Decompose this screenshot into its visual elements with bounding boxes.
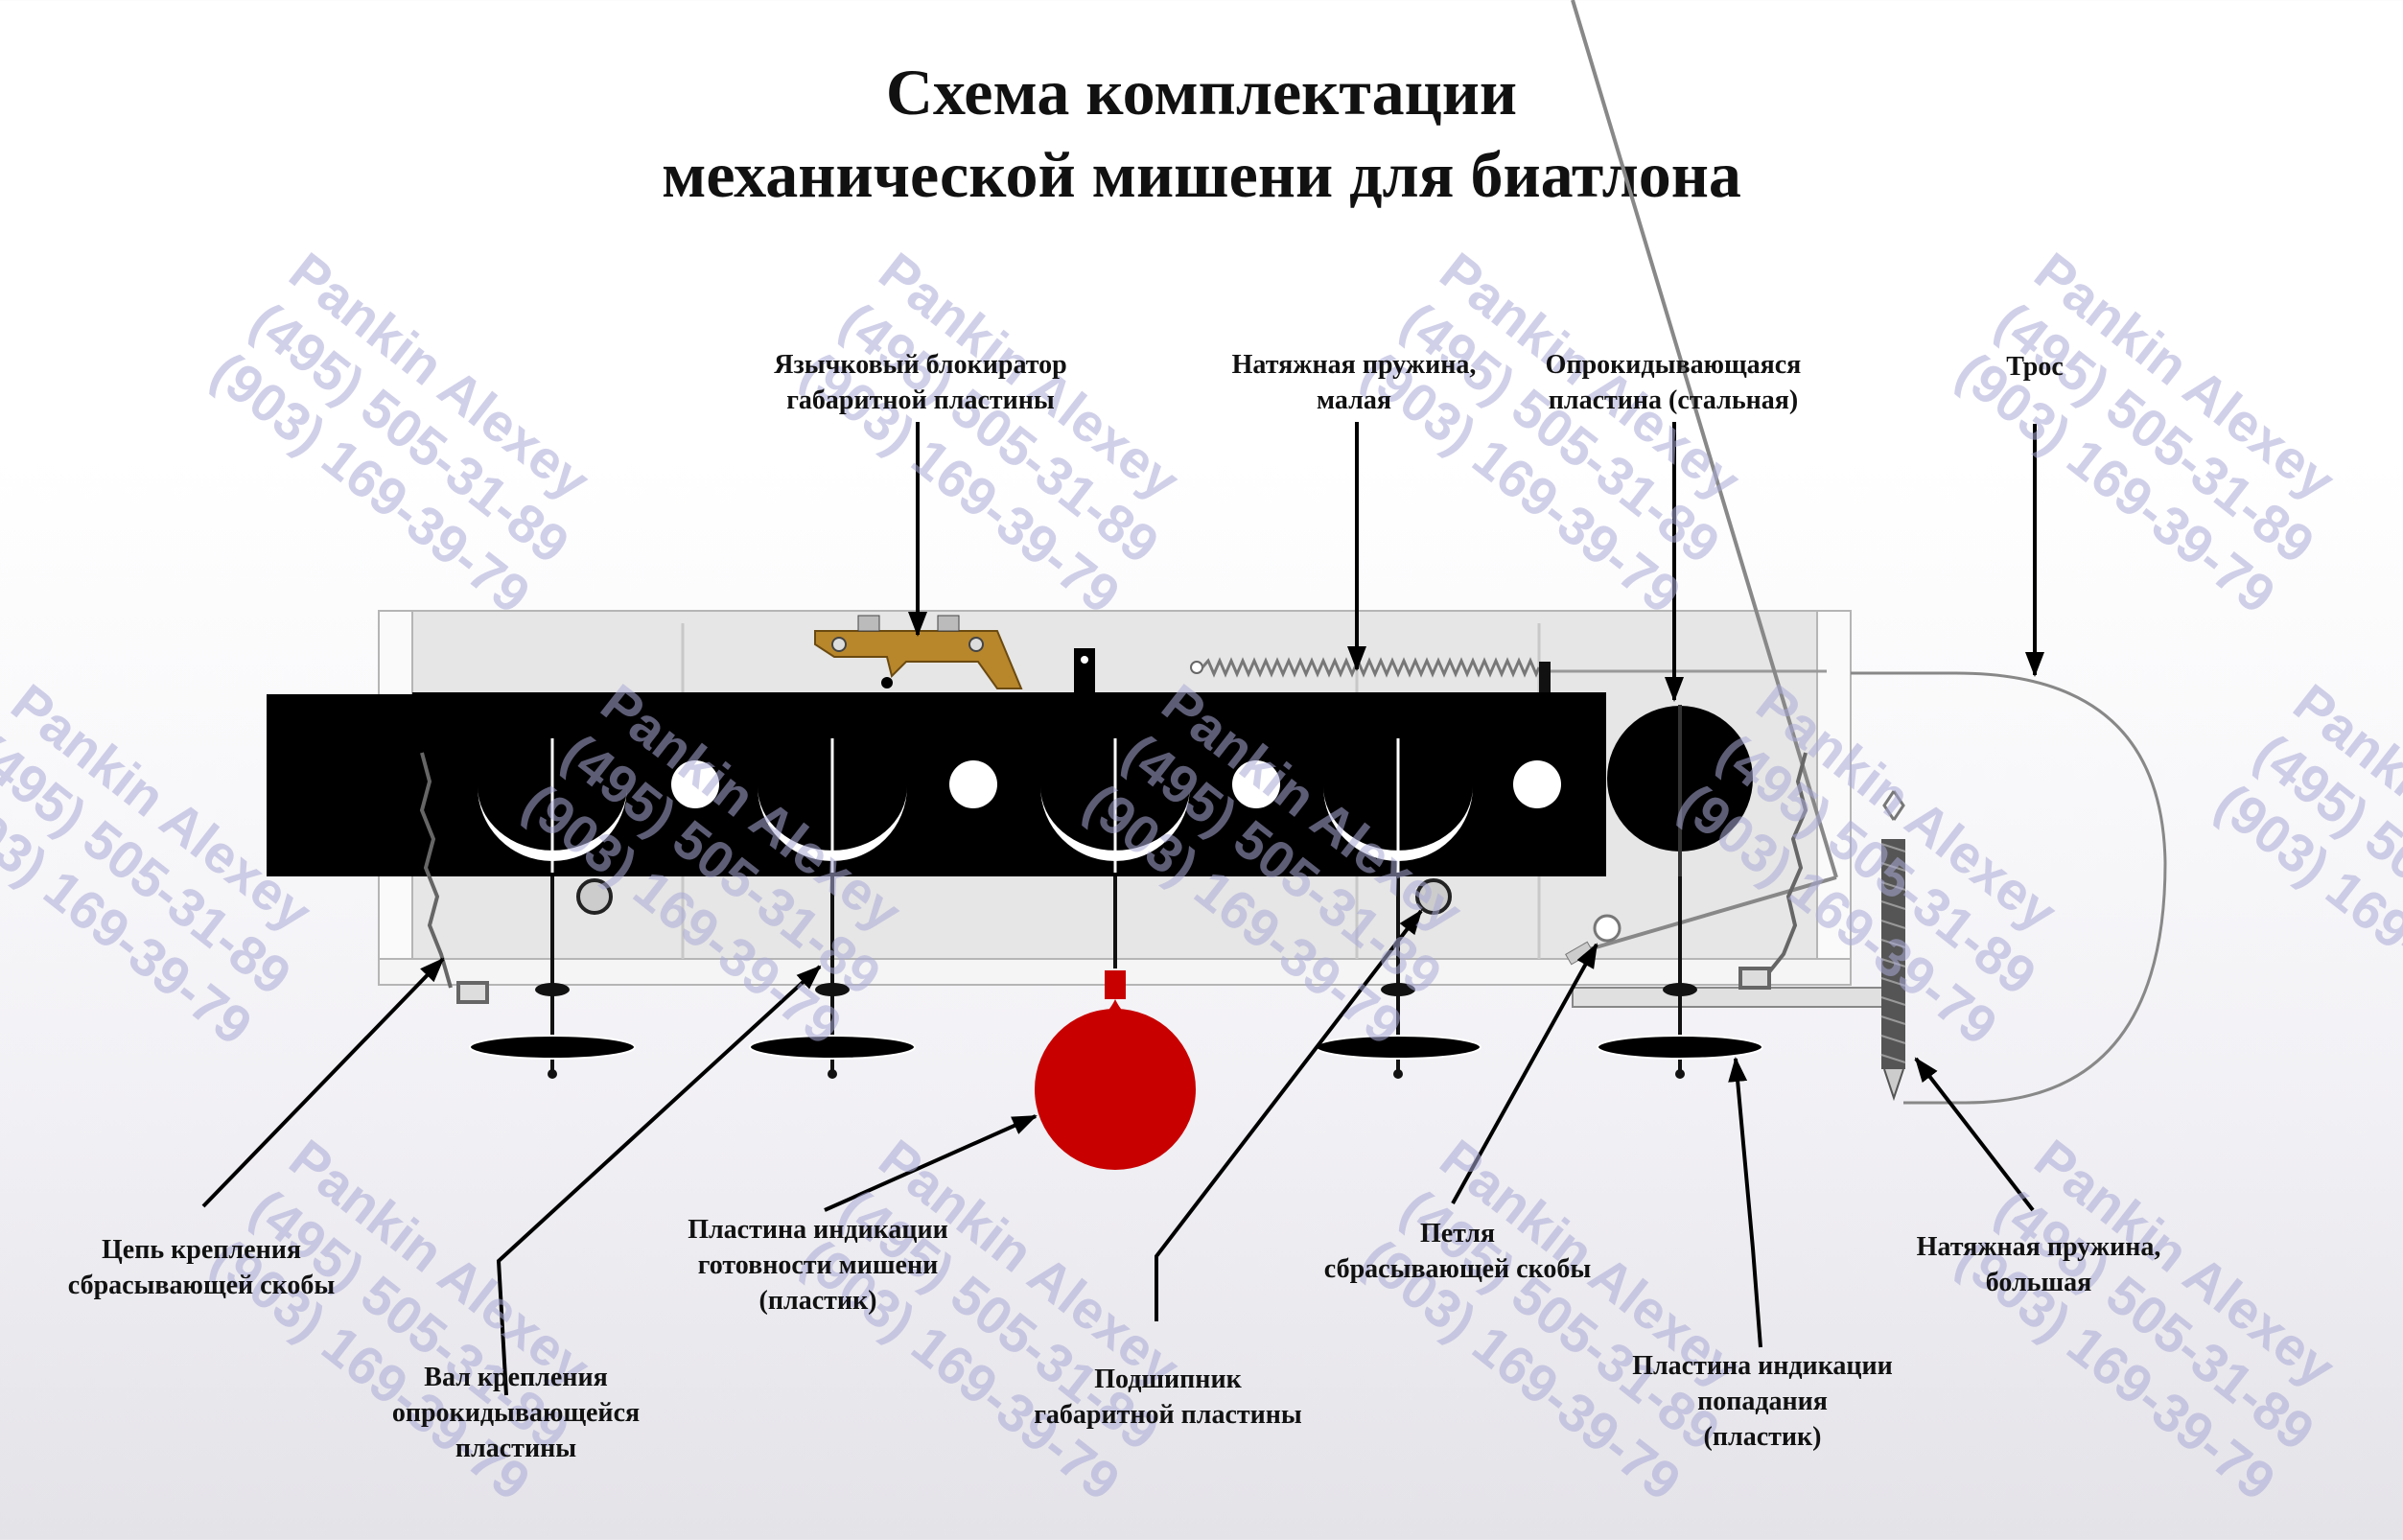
label-cable: Трос: [2006, 352, 2064, 382]
diagram-title: Схема комплектации механической мишени д…: [0, 51, 2403, 216]
small-tension-spring: [1190, 657, 1827, 692]
bearings: [576, 878, 1452, 915]
leader-lines: [201, 422, 2044, 1396]
reed-lock-bracket: [814, 615, 1095, 692]
label-small-spring: Натяжная пружина,малая: [1231, 350, 1477, 415]
red-readiness-indicator: [1035, 970, 1196, 1170]
label-large-spring: Натяжная пружина,большая: [1916, 1232, 2161, 1297]
title-line-1: Схема комплектации: [885, 56, 1518, 128]
chains: [419, 752, 1808, 1004]
arrow-chain: [201, 957, 445, 1208]
arrow-ready-plate: [824, 1114, 1038, 1212]
indicator-discs: [469, 876, 1763, 1079]
title-line-2: механической мишени для биатлона: [662, 138, 1741, 211]
arrow-bearing: [1155, 909, 1423, 1321]
arrow-loop: [1451, 943, 1598, 1204]
front-panel: [267, 692, 1606, 876]
target-holes: [478, 738, 1561, 873]
large-tension-spring: [1572, 790, 1906, 1102]
cable: [1851, 671, 2167, 1105]
arrow-hit-plate: [1728, 1057, 1762, 1348]
arrow-large-spring: [1914, 1057, 2035, 1212]
arrow-shaft: [496, 965, 822, 1396]
